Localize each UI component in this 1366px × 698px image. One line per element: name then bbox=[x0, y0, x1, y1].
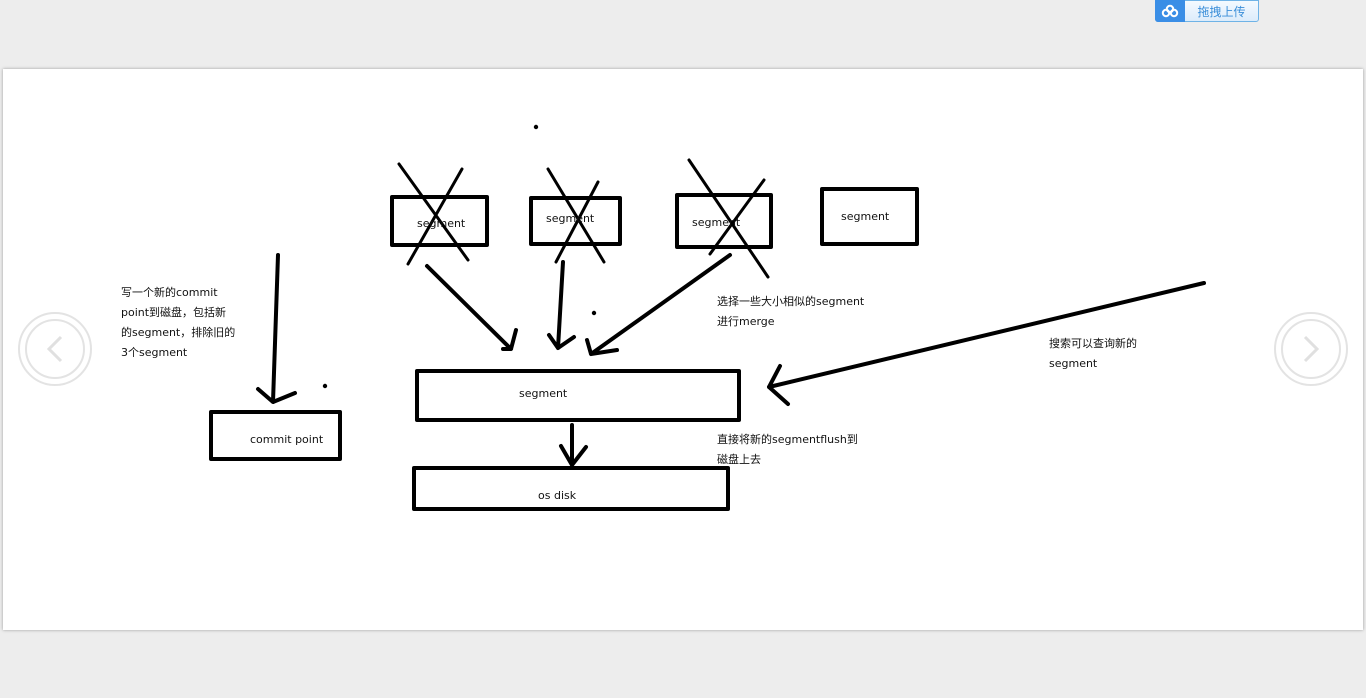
stray-dot-1 bbox=[533, 124, 539, 130]
cross-out-mark-2 bbox=[546, 167, 606, 264]
commit-note: 写一个新的commit point到磁盘，包括新 的segment，排除旧的 3… bbox=[121, 283, 235, 363]
diagram-canvas: segment segment segment segment segment … bbox=[209, 124, 1206, 511]
image-viewer: segment segment segment segment segment … bbox=[3, 69, 1363, 630]
commit-note-line-3: 的segment，排除旧的 bbox=[121, 326, 236, 339]
segment-box-2 bbox=[529, 196, 622, 246]
flush-note: 直接将新的segmentflush到 磁盘上去 bbox=[717, 430, 858, 470]
chevron-right-icon bbox=[1303, 335, 1320, 363]
merge-note-line-1: 选择一些大小相似的segment bbox=[717, 295, 865, 308]
segment-box-4-label: segment bbox=[841, 210, 890, 223]
cross-out-mark-1b bbox=[406, 167, 464, 266]
segment-box-2-label: segment bbox=[546, 212, 595, 225]
segment-box-4 bbox=[820, 187, 919, 246]
os-disk-box bbox=[412, 466, 730, 511]
search-note: 搜索可以查询新的 segment bbox=[1049, 334, 1137, 374]
flush-note-line-1: 直接将新的segmentflush到 bbox=[717, 433, 858, 446]
commit-point-label: commit point bbox=[250, 433, 324, 446]
search-note-line-2: segment bbox=[1049, 357, 1098, 370]
drag-upload-button[interactable]: 拖拽上传 bbox=[1155, 0, 1259, 22]
commit-arrow bbox=[256, 253, 297, 404]
merged-segment-box bbox=[415, 369, 741, 422]
drag-upload-label: 拖拽上传 bbox=[1197, 4, 1246, 19]
os-disk-label: os disk bbox=[538, 489, 577, 502]
cross-out-mark-3b bbox=[708, 178, 766, 256]
stray-dot-3 bbox=[322, 383, 328, 389]
search-note-line-1: 搜索可以查询新的 bbox=[1049, 337, 1137, 350]
search-arrow bbox=[767, 281, 1206, 406]
commit-note-line-2: point到磁盘，包括新 bbox=[121, 306, 227, 319]
previous-image-button[interactable] bbox=[18, 312, 92, 386]
commit-note-line-1: 写一个新的commit bbox=[121, 286, 218, 299]
merge-note-line-2: 进行merge bbox=[717, 315, 775, 328]
stray-dot-2 bbox=[591, 310, 597, 316]
merge-arrow-3 bbox=[585, 253, 732, 356]
merged-segment-label: segment bbox=[519, 387, 568, 400]
commit-point-box bbox=[209, 410, 342, 461]
next-image-button[interactable] bbox=[1274, 312, 1348, 386]
cross-out-mark-2b bbox=[554, 180, 600, 264]
merge-arrow-1 bbox=[425, 264, 518, 351]
segment-box-1 bbox=[390, 195, 489, 247]
segment-box-3-label: segment bbox=[692, 216, 741, 229]
cloud-upload-icon bbox=[1155, 0, 1185, 22]
cross-out-mark-3 bbox=[687, 158, 770, 279]
segment-box-3 bbox=[675, 193, 773, 249]
flush-arrow bbox=[559, 423, 588, 467]
segment-box-1-label: segment bbox=[417, 217, 466, 230]
commit-note-line-4: 3个segment bbox=[121, 346, 188, 359]
merge-arrow-2 bbox=[547, 260, 576, 350]
cross-out-mark-1 bbox=[397, 162, 470, 262]
flush-note-line-2: 磁盘上去 bbox=[717, 453, 761, 466]
merge-note: 选择一些大小相似的segment 进行merge bbox=[717, 292, 864, 332]
chevron-left-icon bbox=[46, 335, 63, 363]
